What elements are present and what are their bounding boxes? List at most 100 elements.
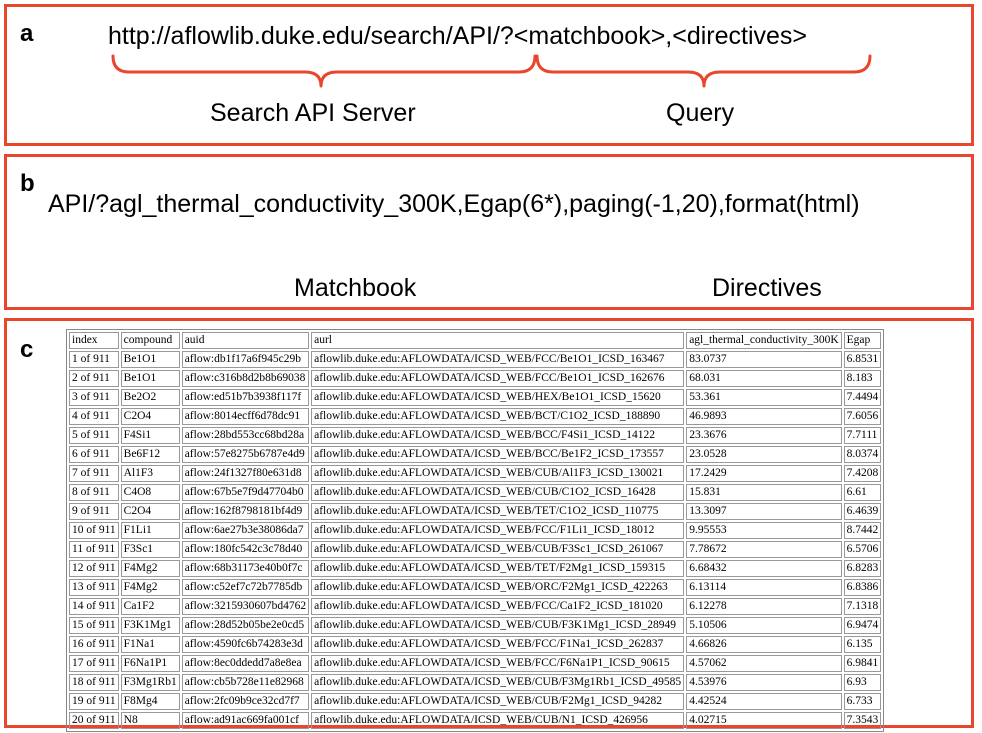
cell-aurl: aflowlib.duke.edu:AFLOWDATA/ICSD_WEB/FCC… [311,351,685,368]
cell-compound: F3Sc1 [120,541,180,558]
cell-thermal-conductivity: 6.12278 [686,598,842,615]
cell-thermal-conductivity: 4.53976 [686,674,842,691]
cell-thermal-conductivity: 4.02715 [686,712,842,729]
cell-index: 13 of 911 [69,579,119,596]
cell-auid: aflow:c52ef7c72b7785db [181,579,310,596]
cell-aurl: aflowlib.duke.edu:AFLOWDATA/ICSD_WEB/TET… [311,560,685,577]
cell-auid: aflow:57e8275b6787e4d9 [181,446,310,463]
cell-compound: F4Mg2 [120,560,180,577]
cell-compound: N8 [120,712,180,729]
cell-aurl: aflowlib.duke.edu:AFLOWDATA/ICSD_WEB/CUB… [311,484,685,501]
cell-egap: 6.4639 [843,503,882,520]
cell-egap: 7.7111 [843,427,882,444]
cell-auid: aflow:28bd553cc68bd28a [181,427,310,444]
col-header-aurl: aurl [311,332,685,349]
cell-compound: F8Mg4 [120,693,180,710]
cell-compound: F6Na1P1 [120,655,180,672]
cell-auid: aflow:3215930607bd4762 [181,598,310,615]
cell-index: 3 of 911 [69,389,119,406]
cell-index: 4 of 911 [69,408,119,425]
cell-index: 8 of 911 [69,484,119,501]
cell-auid: aflow:4590fc6b74283e3d [181,636,310,653]
cell-aurl: aflowlib.duke.edu:AFLOWDATA/ICSD_WEB/CUB… [311,674,685,691]
cell-index: 12 of 911 [69,560,119,577]
panel-a-label: a [20,20,34,47]
server-brace [111,54,537,88]
cell-thermal-conductivity: 13.3097 [686,503,842,520]
cell-egap: 7.4494 [843,389,882,406]
cell-aurl: aflowlib.duke.edu:AFLOWDATA/ICSD_WEB/BCC… [311,446,685,463]
cell-aurl: aflowlib.duke.edu:AFLOWDATA/ICSD_WEB/FCC… [311,522,685,539]
cell-egap: 6.8283 [843,560,882,577]
url-query-part: ?<matchbook>,<directives> [499,22,808,50]
cell-thermal-conductivity: 68.031 [686,370,842,387]
server-caption: Search API Server [210,99,416,127]
cell-auid: aflow:68b31173e40b0f7c [181,560,310,577]
cell-auid: aflow:6ae27b3e38086da7 [181,522,310,539]
matchbook-part: API/?agl_thermal_conductivity_300K,Egap(… [48,190,563,218]
cell-egap: 7.6056 [843,408,882,425]
cell-compound: F4Mg2 [120,579,180,596]
cell-thermal-conductivity: 6.13114 [686,579,842,596]
cell-aurl: aflowlib.duke.edu:AFLOWDATA/ICSD_WEB/FCC… [311,636,685,653]
cell-index: 5 of 911 [69,427,119,444]
cell-thermal-conductivity: 5.10506 [686,617,842,634]
cell-compound: Be1O1 [120,370,180,387]
cell-egap: 6.8531 [843,351,882,368]
cell-thermal-conductivity: 9.95553 [686,522,842,539]
table-header-row: index compound auid aurl agl_thermal_con… [69,332,882,349]
cell-egap: 6.5706 [843,541,882,558]
cell-aurl: aflowlib.duke.edu:AFLOWDATA/ICSD_WEB/CUB… [311,617,685,634]
cell-compound: Be1O1 [120,351,180,368]
col-header-egap: Egap [843,332,882,349]
cell-compound: F3K1Mg1 [120,617,180,634]
cell-index: 19 of 911 [69,693,119,710]
cell-auid: aflow:67b5e7f9d47704b0 [181,484,310,501]
cell-compound: Ca1F2 [120,598,180,615]
panel-b-label: b [20,170,35,197]
cell-compound: C4O8 [120,484,180,501]
cell-thermal-conductivity: 4.42524 [686,693,842,710]
cell-aurl: aflowlib.duke.edu:AFLOWDATA/ICSD_WEB/BCT… [311,408,685,425]
cell-compound: C2O4 [120,408,180,425]
cell-auid: aflow:ad91ac669fa001cf [181,712,310,729]
cell-thermal-conductivity: 46.9893 [686,408,842,425]
cell-compound: Be6F12 [120,446,180,463]
cell-egap: 6.93 [843,674,882,691]
cell-auid: aflow:162f8798181bf4d9 [181,503,310,520]
cell-egap: 6.61 [843,484,882,501]
cell-auid: aflow:c316b8d2b8b69038 [181,370,310,387]
cell-index: 14 of 911 [69,598,119,615]
cell-compound: F4Si1 [120,427,180,444]
url-display: http://aflowlib.duke.edu/search/API/?<ma… [108,22,807,51]
cell-index: 11 of 911 [69,541,119,558]
panel-b [4,154,974,310]
cell-aurl: aflowlib.duke.edu:AFLOWDATA/ICSD_WEB/CUB… [311,541,685,558]
cell-auid: aflow:180fc542c3c78d40 [181,541,310,558]
col-header-index: index [69,332,119,349]
cell-auid: aflow:ed51b7b3938f117f [181,389,310,406]
cell-index: 18 of 911 [69,674,119,691]
cell-aurl: aflowlib.duke.edu:AFLOWDATA/ICSD_WEB/CUB… [311,693,685,710]
cell-egap: 6.9841 [843,655,882,672]
cell-index: 6 of 911 [69,446,119,463]
cell-auid: aflow:2fc09b9ce32cd7f7 [181,693,310,710]
cell-auid: aflow:db1f17a6f945c29b [181,351,310,368]
matchbook-caption: Matchbook [294,274,417,302]
cell-egap: 6.135 [843,636,882,653]
cell-egap: 6.8386 [843,579,882,596]
cell-compound: C2O4 [120,503,180,520]
